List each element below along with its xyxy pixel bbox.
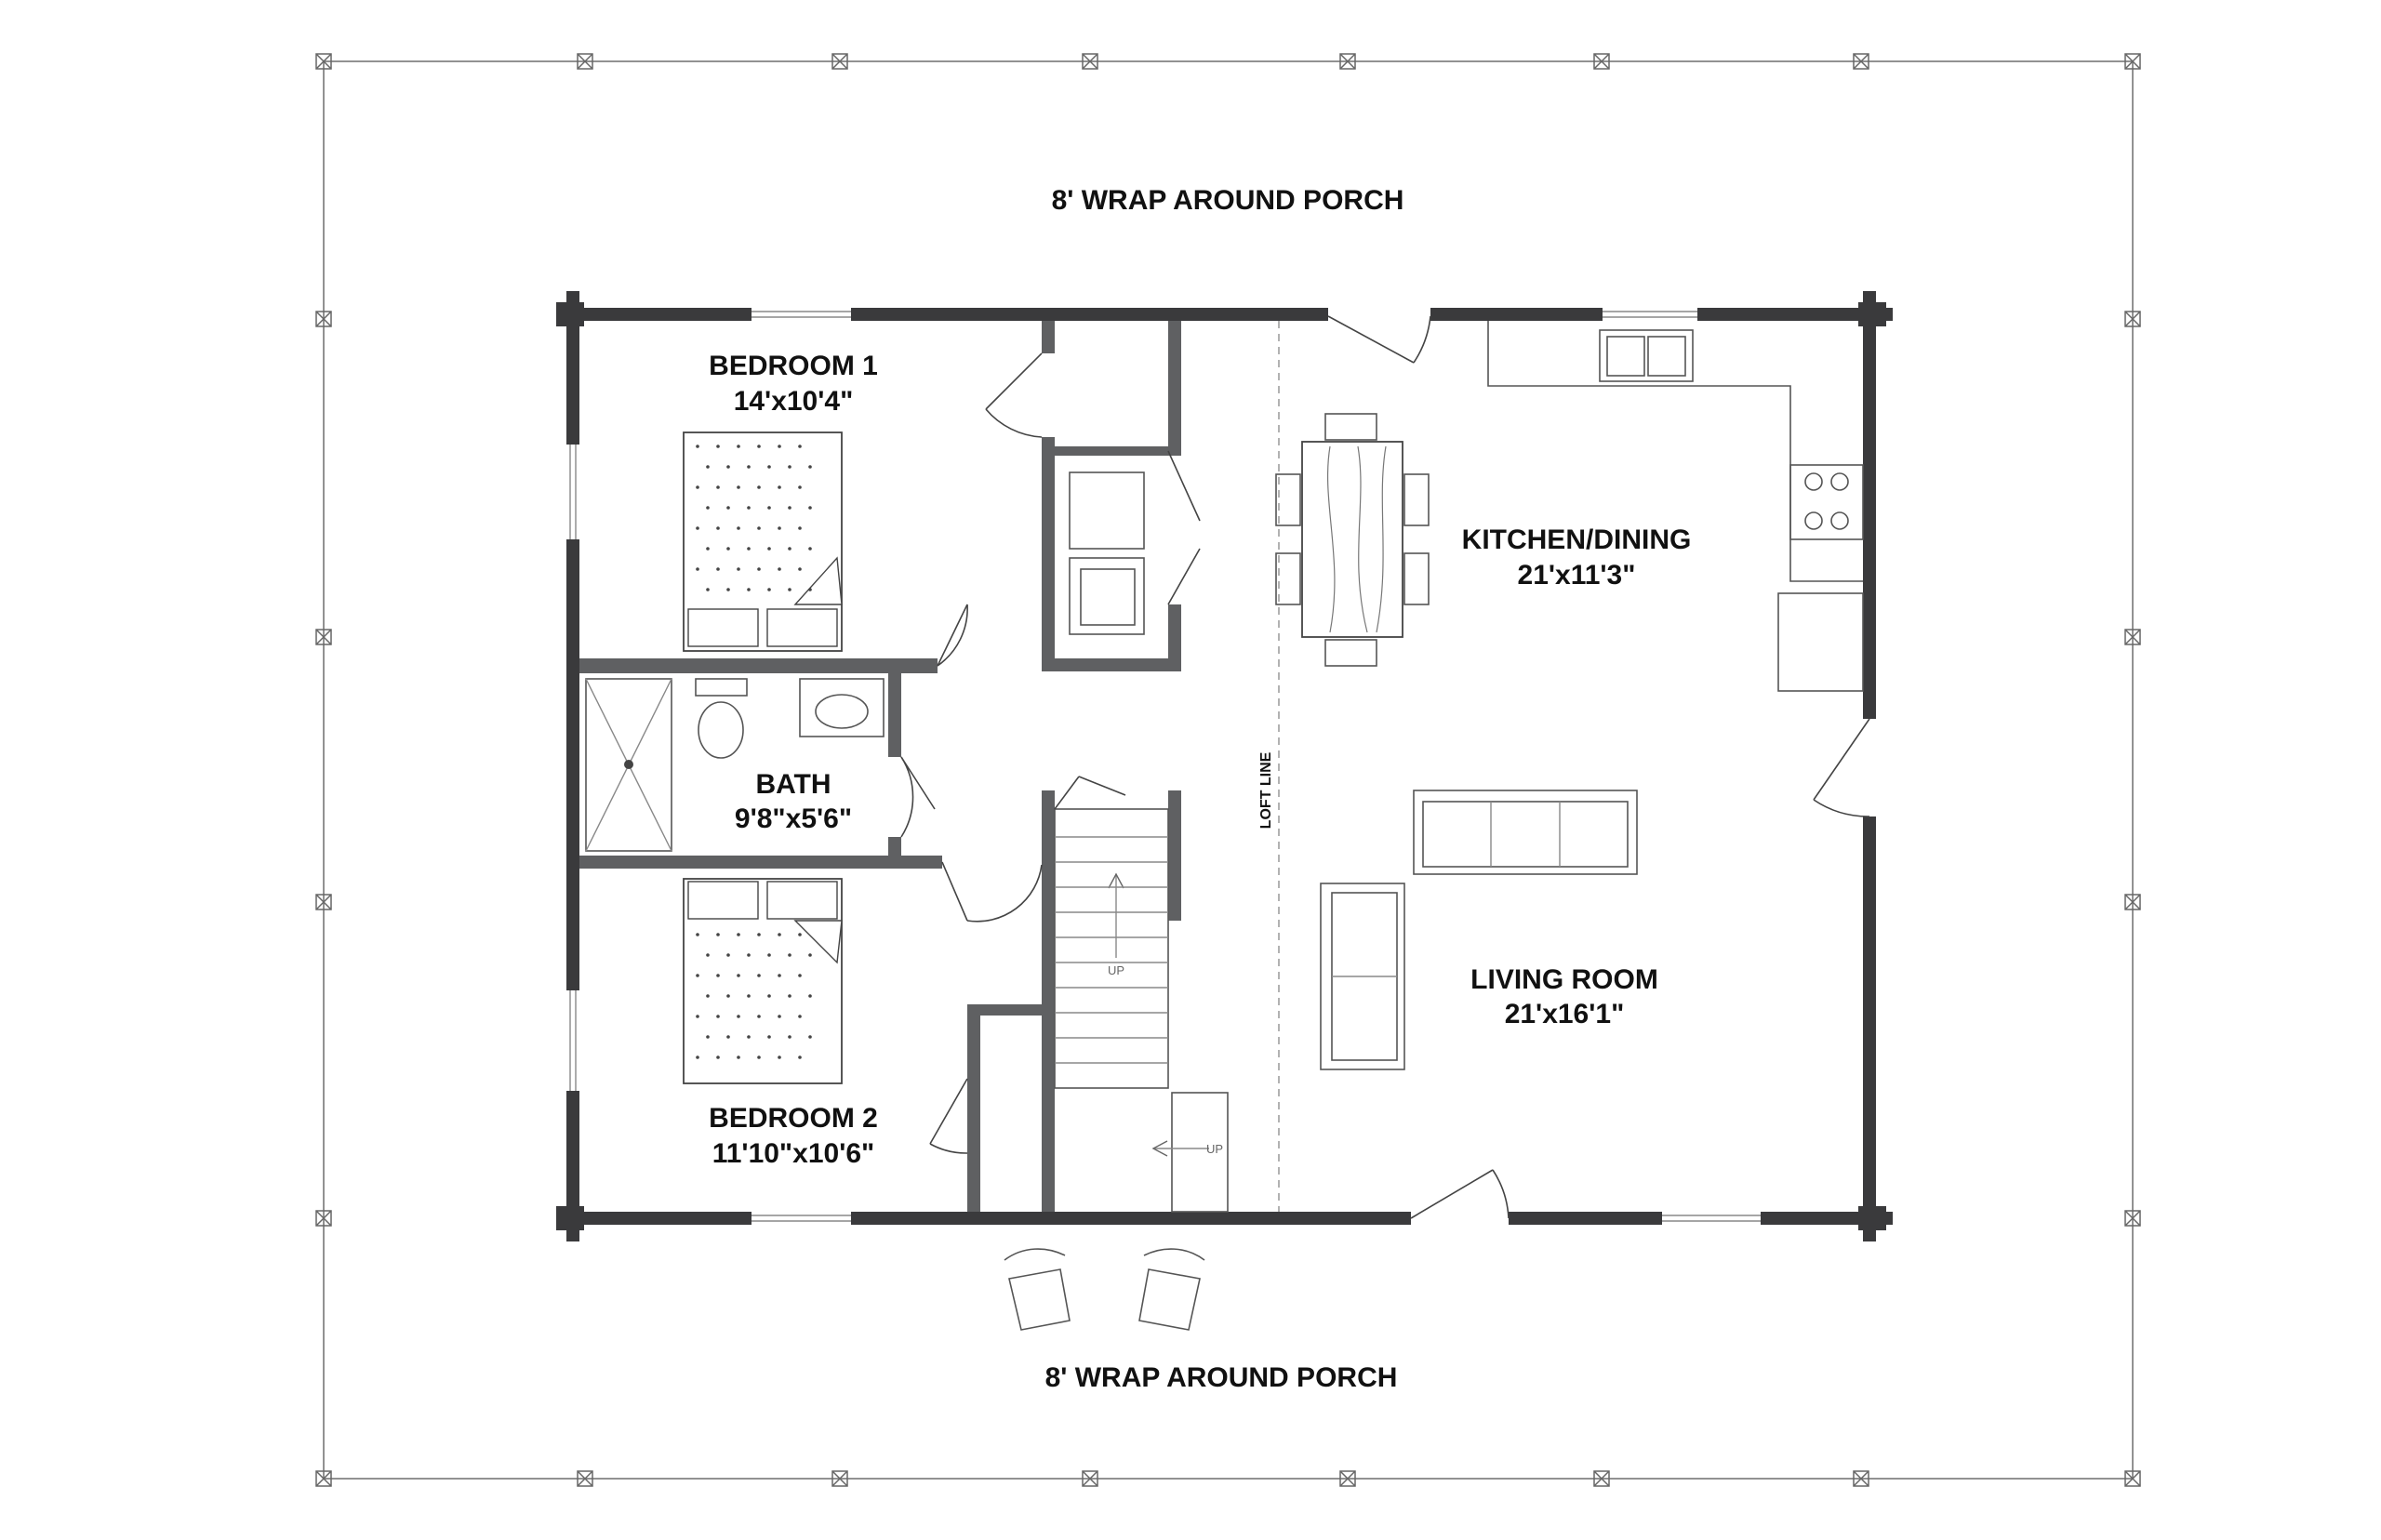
porch-chairs	[1004, 1248, 1205, 1331]
interior-walls	[579, 321, 1181, 1212]
bed-2	[683, 878, 843, 1084]
doors	[900, 315, 1870, 1219]
porch-post	[2124, 311, 2141, 327]
porch-post	[315, 1470, 332, 1487]
porch-post	[1593, 53, 1610, 70]
bedroom2-name: BEDROOM 2	[709, 1103, 878, 1134]
sofa	[1413, 790, 1638, 875]
kitchen-counters	[1487, 321, 1864, 692]
porch-post	[315, 311, 332, 327]
porch-post	[2124, 53, 2141, 70]
porch-post	[577, 1470, 593, 1487]
porch-post	[2124, 894, 2141, 910]
porch-post	[2124, 629, 2141, 645]
loveseat	[1320, 883, 1405, 1070]
bedroom1-dims: 14'x10'4"	[734, 386, 854, 417]
porch-post	[831, 1470, 848, 1487]
porch-post	[315, 894, 332, 910]
bath-name: BATH	[755, 769, 831, 800]
exterior-walls	[556, 291, 1893, 1241]
bedroom1-name: BEDROOM 1	[709, 351, 878, 381]
porch-outline	[323, 60, 2134, 1480]
porch-post	[2124, 1470, 2141, 1487]
bed-1	[683, 431, 843, 652]
dining-table	[1275, 413, 1430, 667]
porch-post	[1853, 53, 1869, 70]
bath-fixtures	[585, 678, 885, 852]
laundry-closet	[1069, 471, 1145, 635]
bath-dims: 9'8"x5'6"	[735, 803, 852, 834]
loft-line-label: LOFT LINE	[1258, 751, 1274, 829]
stair-up-label-1: UP	[1108, 963, 1124, 977]
living-dims: 21'x16'1"	[1505, 999, 1625, 1029]
kitchen-dims: 21'x11'3"	[1518, 560, 1636, 591]
porch-top-label: 8' WRAP AROUND PORCH	[1052, 185, 1404, 216]
porch-post	[577, 53, 593, 70]
porch-post	[1593, 1470, 1610, 1487]
porch-post	[2124, 1210, 2141, 1227]
porch-post	[1082, 53, 1098, 70]
kitchen-name: KITCHEN/DINING	[1462, 524, 1692, 555]
stair-up-label-2: UP	[1206, 1142, 1223, 1156]
living-name: LIVING ROOM	[1470, 964, 1658, 995]
stairs	[1054, 776, 1229, 1213]
porch-post	[1853, 1470, 1869, 1487]
bedroom2-dims: 11'10"x10'6"	[712, 1138, 875, 1169]
porch-post	[1082, 1470, 1098, 1487]
porch-post	[831, 53, 848, 70]
porch-post	[1339, 1470, 1356, 1487]
porch-bottom-label: 8' WRAP AROUND PORCH	[1045, 1362, 1398, 1393]
porch-post	[1339, 53, 1356, 70]
porch-post	[315, 1210, 332, 1227]
porch-post	[315, 629, 332, 645]
porch-post	[315, 53, 332, 70]
porch-posts	[315, 53, 2141, 1487]
